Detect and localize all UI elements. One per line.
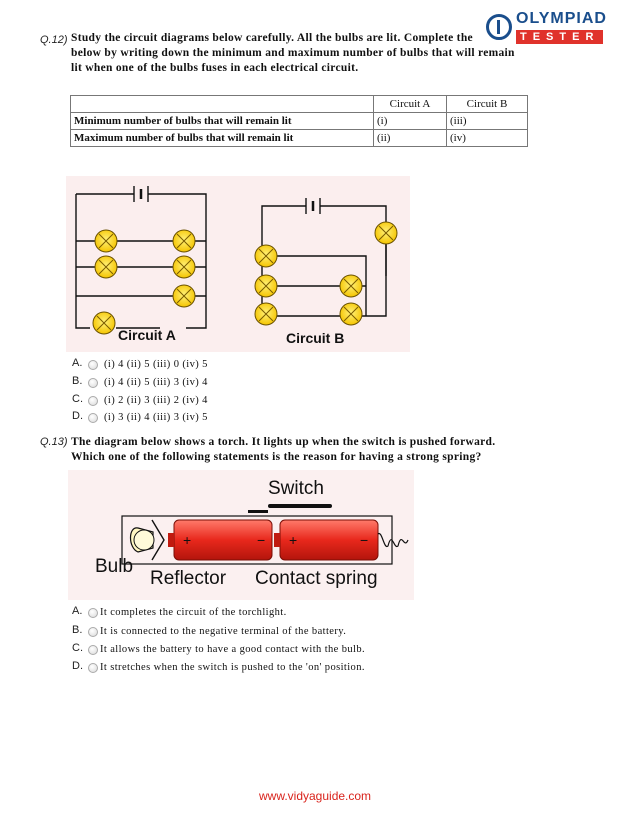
question-12-option-a[interactable]: A. (i) 4 (ii) 5 (iii) 0 (iv) 5 — [72, 357, 272, 373]
bulb-count-table: Circuit A Circuit B Minimum number of bu… — [70, 95, 528, 147]
table-row: Maximum number of bulbs that will remain… — [70, 129, 528, 147]
circuit-a-label: Circuit A — [118, 327, 176, 343]
question-12-text: Study the circuit diagrams below careful… — [71, 31, 541, 76]
logo-bar-icon — [497, 20, 500, 34]
radio-button-icon[interactable] — [88, 413, 98, 423]
table-cell: (iii) — [446, 112, 528, 130]
radio-button-icon[interactable] — [88, 396, 98, 406]
table-cell: (iv) — [446, 129, 528, 147]
question-13-option-a[interactable]: A. It completes the circuit of the torch… — [72, 605, 392, 621]
question-13-text: The diagram below shows a torch. It ligh… — [71, 435, 551, 465]
question-13-option-c[interactable]: C. It allows the battery to have a good … — [72, 642, 392, 658]
bulb-icon — [129, 519, 165, 561]
question-12-line-3: lit when one of the bulbs fuses in each … — [71, 62, 359, 74]
radio-button-icon[interactable] — [88, 663, 98, 673]
option-letter: B. — [72, 375, 83, 387]
logo-top-text: OLYMPIAD — [516, 10, 607, 27]
radio-button-icon[interactable] — [88, 627, 98, 637]
option-letter: B. — [72, 624, 83, 636]
spring-icon — [377, 532, 409, 548]
radio-button-icon[interactable] — [88, 360, 98, 370]
torch-bulb-label: Bulb — [95, 556, 134, 577]
logo-circle-icon — [486, 14, 512, 40]
battery-1-plus-label: + — [183, 532, 192, 548]
table-cell: Minimum number of bulbs that will remain… — [70, 112, 374, 130]
option-text: (i) 3 (ii) 4 (iii) 3 (iv) 5 — [104, 412, 208, 423]
question-13-option-b[interactable]: B. It is connected to the negative termi… — [72, 624, 392, 640]
option-text: It completes the circuit of the torchlig… — [100, 607, 287, 618]
option-text: (i) 4 (ii) 5 (iii) 0 (iv) 5 — [104, 359, 208, 370]
battery-2-minus-label: − — [360, 532, 369, 548]
logo-bottom-text: TESTER — [516, 30, 604, 44]
torch-switch-label: Switch — [268, 478, 324, 499]
table-header-cell — [70, 95, 374, 113]
circuit-b-label: Circuit B — [286, 330, 345, 346]
radio-button-icon[interactable] — [88, 378, 98, 388]
torch-reflector-label: Reflector — [150, 568, 227, 589]
option-letter: A. — [72, 357, 83, 369]
option-text: (i) 2 (ii) 3 (iii) 2 (iv) 4 — [104, 395, 208, 406]
option-text: It is connected to the negative terminal… — [100, 626, 347, 637]
switch-icon — [248, 504, 332, 513]
question-12-option-d[interactable]: D. (i) 3 (ii) 4 (iii) 3 (iv) 5 — [72, 410, 272, 426]
radio-button-icon[interactable] — [88, 645, 98, 655]
table-cell: (i) — [373, 112, 447, 130]
torch-diagram-figure — [68, 470, 414, 600]
table-header-cell: Circuit A — [373, 95, 447, 113]
option-letter: D. — [72, 410, 83, 422]
radio-button-icon[interactable] — [88, 608, 98, 618]
question-12-line-1: Study the circuit diagrams below careful… — [71, 32, 473, 44]
battery-1-minus-label: − — [257, 532, 266, 548]
option-letter: C. — [72, 393, 83, 405]
circuit-diagram-figure — [66, 176, 410, 352]
option-text: (i) 4 (ii) 5 (iii) 3 (iv) 4 — [104, 377, 208, 388]
question-13-option-d[interactable]: D. It stretches when the switch is pushe… — [72, 660, 392, 676]
option-letter: C. — [72, 642, 83, 654]
table-cell: Maximum number of bulbs that will remain… — [70, 129, 374, 147]
footer-link[interactable]: www.vidyaguide.com — [259, 789, 372, 803]
table-header-row: Circuit A Circuit B — [70, 95, 528, 113]
torch-spring-label: Contact spring — [255, 568, 378, 589]
question-13-line-1: The diagram below shows a torch. It ligh… — [71, 436, 496, 448]
option-letter: D. — [72, 660, 83, 672]
question-12-option-b[interactable]: B. (i) 4 (ii) 5 (iii) 3 (iv) 4 — [72, 375, 272, 391]
option-letter: A. — [72, 605, 83, 617]
table-row: Minimum number of bulbs that will remain… — [70, 112, 528, 130]
table-cell: (ii) — [373, 129, 447, 147]
option-text: It allows the battery to have a good con… — [100, 644, 366, 655]
olympiad-tester-logo: OLYMPIAD TESTER — [486, 10, 610, 46]
battery-2-plus-label: + — [289, 532, 298, 548]
table-header-cell: Circuit B — [446, 95, 528, 113]
option-text: It stretches when the switch is pushed t… — [100, 662, 365, 673]
question-13-line-2: Which one of the following statements is… — [71, 451, 482, 463]
question-number-12: Q.12) — [40, 34, 68, 46]
question-number-13: Q.13) — [40, 436, 68, 448]
question-12-option-c[interactable]: C. (i) 2 (ii) 3 (iii) 2 (iv) 4 — [72, 393, 272, 409]
question-12-line-2: below by writing down the minimum and ma… — [71, 47, 515, 59]
